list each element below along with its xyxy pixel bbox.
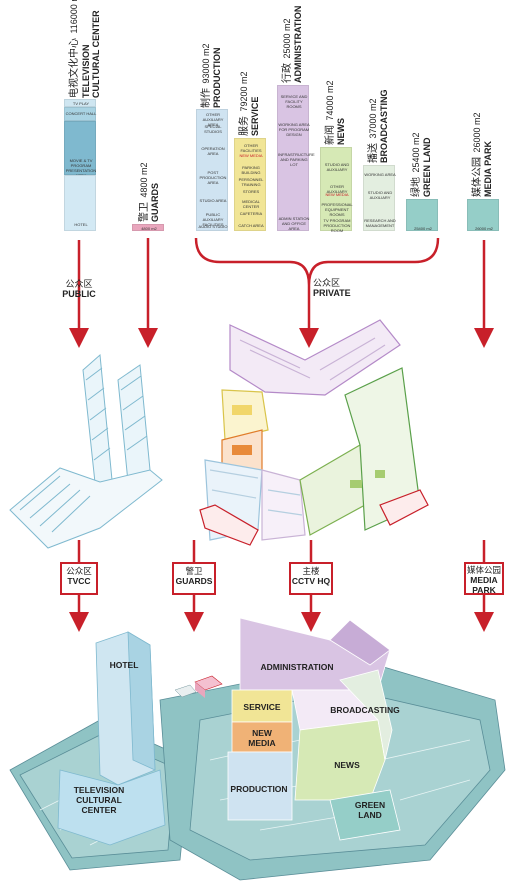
box-guards-cn: 警卫 <box>185 566 203 576</box>
box-tvcc-en: TVCC <box>67 576 91 586</box>
hq-massing <box>227 617 401 841</box>
box-guards-en: GUARDS <box>175 576 213 586</box>
label-green-2: LAND <box>358 810 382 820</box>
label-administration: ADMINISTRATION <box>260 662 334 672</box>
public-zone-label: 公众区 PUBLIC <box>55 279 103 299</box>
label-news: NEWS <box>334 760 360 770</box>
box-hq-en: CCTV HQ <box>291 576 331 586</box>
label-green-1: GREEN <box>354 800 386 810</box>
box-park: 媒体公园 MEDIA PARK <box>464 562 504 595</box>
tvcc-seg-hotel: HOTEL <box>64 175 96 231</box>
label-hotel: HOTEL <box>109 660 139 670</box>
guards-buildings <box>174 675 223 698</box>
label-production: PRODUCTION <box>230 784 288 794</box>
box-park-en1: MEDIA <box>470 575 498 585</box>
box-hq: 主楼 CCTV HQ <box>289 562 333 595</box>
label-tvcc: TELEVISION CULTURAL CENTER <box>64 785 134 815</box>
administration-bar: SERVICE AND FACILITY ROOMS WORKING AREA … <box>277 85 315 231</box>
private-en: PRIVATE <box>313 288 351 298</box>
news-bar: STUDIO AND AUXILIARY OTHER AUXILIARY NEW… <box>320 147 353 233</box>
green-land-bar: 25400 m2 <box>406 199 438 231</box>
label-tvcc-1: TELEVISION <box>73 785 125 795</box>
label-service: SERVICE <box>243 702 281 712</box>
tvcc-seg-concert: CONCERT HALL <box>64 107 96 121</box>
box-park-cn: 媒体公园 <box>466 565 501 575</box>
box-hq-cn: 主楼 <box>302 566 320 576</box>
broadcasting-bar: WORKING AREA STUDIO AND AUXILIARY RESEAR… <box>363 165 396 231</box>
private-cn: 公众区 <box>313 278 341 288</box>
box-guards: 警卫 GUARDS <box>172 562 216 595</box>
label-broadcasting: BROADCASTING <box>330 705 400 715</box>
label-new-media-1: NEW <box>252 728 272 738</box>
service-bar: OTHER FACILITIES NEW MEDIA PARKING BUILD… <box>234 138 266 231</box>
box-tvcc: 公众区 TVCC <box>60 562 98 595</box>
box-park-en2: PARK <box>472 585 496 595</box>
production-bar: OTHER AUXILIARY AREA SPECIAL STUDIOS OPE… <box>196 109 228 231</box>
label-green-land: GREEN LAND <box>348 800 392 820</box>
hq-wireframe <box>199 319 429 546</box>
box-tvcc-cn: 公众区 <box>66 566 92 576</box>
media-park-bar: 26000 m2 <box>467 199 499 231</box>
label-new-media: NEW MEDIA <box>234 728 290 748</box>
guards-bar: 4800 m2 <box>132 224 164 231</box>
tvcc-wireframe <box>9 353 163 549</box>
tvcc-tower <box>57 631 166 846</box>
public-en: PUBLIC <box>62 289 96 299</box>
label-tvcc-2: CULTURAL <box>76 795 122 805</box>
public-cn: 公众区 <box>65 279 93 289</box>
private-zone-label: 公众区 PRIVATE <box>313 278 361 298</box>
label-new-media-2: MEDIA <box>248 738 276 748</box>
label-tvcc-3: CENTER <box>81 805 117 815</box>
